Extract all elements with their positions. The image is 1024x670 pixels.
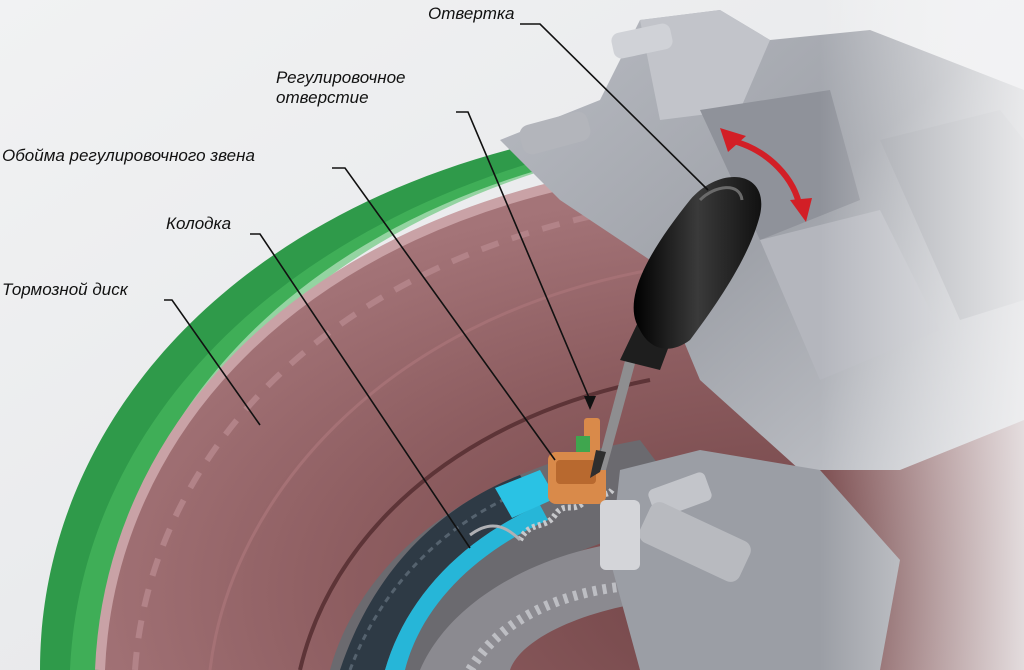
label-adjust-hole-line1: Регулировочное [276,68,406,87]
label-adjust-hole-line2: отверстие [276,88,369,107]
label-adjuster-cage: Обойма регулировочного звена [2,146,255,165]
label-shoe: Колодка [166,214,232,233]
label-screwdriver: Отвертка [428,4,515,23]
screwdriver [590,177,762,478]
leader-shoe [250,233,471,549]
leader-brake-disc [164,299,261,426]
leader-arrowhead [584,396,596,410]
leader-adjust-hole [456,111,591,401]
curved-double-arrow-icon [720,128,812,222]
dust-shield [40,130,630,670]
brake-shoe [340,470,556,670]
leader-lines [164,23,709,549]
adjuster-cage [548,418,606,504]
leader-adjuster-cage [332,167,556,461]
right-fade [820,0,1024,670]
label-brake-disc: Тормозной диск [2,280,128,299]
leader-screwdriver [520,23,709,191]
label-adjust-hole: Регулировочное отверстие [276,68,406,108]
